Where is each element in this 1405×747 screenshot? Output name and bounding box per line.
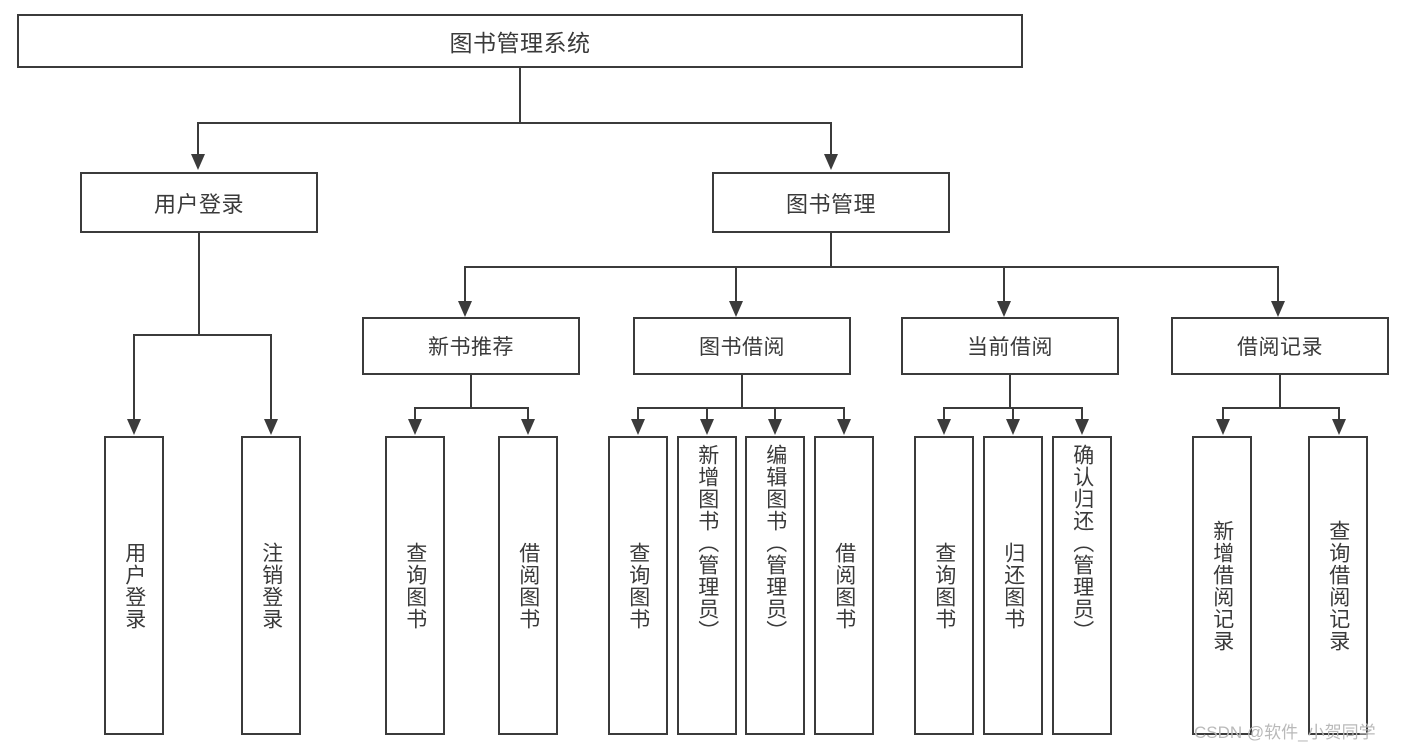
node-label: 图书管理系统 [449,30,591,56]
connector-br-leaf-2 [1338,407,1340,420]
leaf-confirm-return-admin[interactable]: 确认归还（管理员） [1052,436,1112,735]
leaf-query-book-borrow[interactable]: 查询图书 [608,436,668,735]
node-label: 图书借阅 [699,336,785,359]
connector-cb-leaf-3 [1081,407,1083,420]
connector-book-management-stem [830,233,832,267]
arrow-to-current-borrow [997,301,1011,317]
connector-user-login-stem [198,233,200,335]
connector-bm-to-new-book [464,266,466,302]
connector-book-borrow-bar [637,407,845,409]
arrow-to-leaf-confirm-return [1075,419,1089,435]
node-label: 新书推荐 [428,336,514,359]
connector-root-stem [519,68,521,123]
node-label: 查询图书 [403,541,427,630]
connector-new-book-leaf-1 [414,407,416,420]
connector-bm-to-borrow-record [1277,266,1279,302]
arrow-to-leaf-query-record [1332,419,1346,435]
leaf-add-book-admin[interactable]: 新增图书（管理员） [677,436,737,735]
node-current-borrow[interactable]: 当前借阅 [901,317,1119,375]
arrow-to-user-login [191,154,205,170]
arrow-to-leaf-query-book-b [631,419,645,435]
leaf-query-borrow-record[interactable]: 查询借阅记录 [1308,436,1368,735]
node-label: 查询图书 [626,541,650,630]
connector-root-bar [197,122,831,124]
node-label: 编辑图书（管理员） [763,444,787,642]
arrow-to-leaf-query-book-a [408,419,422,435]
connector-root-to-book-manage [830,122,832,154]
arrow-to-leaf-borrow-book-a [521,419,535,435]
arrow-to-book-manage [824,154,838,170]
node-borrow-record[interactable]: 借阅记录 [1171,317,1389,375]
node-label: 注销登录 [259,541,283,630]
connector-book-borrow-stem [741,375,743,408]
arrow-to-leaf-user-login [127,419,141,435]
leaf-logout[interactable]: 注销登录 [241,436,301,735]
connector-bm-to-current-borrow [1003,266,1005,302]
node-root-system[interactable]: 图书管理系统 [17,14,1023,68]
connector-cb-leaf-1 [943,407,945,420]
arrow-to-leaf-query-book-c [937,419,951,435]
connector-root-to-user-login [197,122,199,154]
node-user-login[interactable]: 用户登录 [80,172,318,233]
connector-user-login-leaf-1 [133,334,135,420]
arrow-to-leaf-add-record [1216,419,1230,435]
leaf-add-borrow-record[interactable]: 新增借阅记录 [1192,436,1252,735]
watermark-text: CSDN @软件_小贺同学 [1194,723,1376,742]
node-book-management[interactable]: 图书管理 [712,172,950,233]
leaf-return-book[interactable]: 归还图书 [983,436,1043,735]
connector-bb-leaf-1 [637,407,639,420]
node-label: 查询借阅记录 [1326,519,1350,652]
connector-user-login-bar [133,334,270,336]
connector-br-leaf-1 [1222,407,1224,420]
node-label: 借阅记录 [1237,336,1323,359]
node-label: 新增借阅记录 [1210,519,1234,652]
arrow-to-borrow-record [1271,301,1285,317]
arrow-to-book-borrow [729,301,743,317]
arrow-to-leaf-add-book [700,419,714,435]
node-label: 查询图书 [932,541,956,630]
connector-current-borrow-stem [1009,375,1011,408]
leaf-borrow-book-recommend[interactable]: 借阅图书 [498,436,558,735]
connector-bb-leaf-4 [843,407,845,420]
leaf-user-login[interactable]: 用户登录 [104,436,164,735]
connector-new-book-leaf-2 [527,407,529,420]
connector-bm-to-book-borrow [735,266,737,302]
node-label: 借阅图书 [516,541,540,630]
leaf-borrow-book[interactable]: 借阅图书 [814,436,874,735]
node-label: 图书管理 [785,191,876,217]
node-label: 借阅图书 [832,541,856,630]
connector-new-book-stem [470,375,472,408]
node-label: 当前借阅 [967,336,1053,359]
connector-user-login-leaf-2 [270,334,272,420]
node-label: 确认归还（管理员） [1070,444,1094,642]
node-book-borrow[interactable]: 图书借阅 [633,317,851,375]
node-new-book-recommend[interactable]: 新书推荐 [362,317,580,375]
node-label: 归还图书 [1001,541,1025,630]
leaf-edit-book-admin[interactable]: 编辑图书（管理员） [745,436,805,735]
arrow-to-new-book-recommend [458,301,472,317]
node-label: 用户登录 [122,541,146,630]
connector-book-management-bar [464,266,1278,268]
arrow-to-leaf-return-book [1006,419,1020,435]
connector-cb-leaf-2 [1012,407,1014,420]
connector-bb-leaf-3 [774,407,776,420]
connector-new-book-bar [414,407,527,409]
node-label: 用户登录 [153,191,244,217]
connector-bb-leaf-2 [706,407,708,420]
arrow-to-leaf-logout [264,419,278,435]
node-label: 新增图书（管理员） [695,444,719,642]
connector-borrow-record-bar [1222,407,1338,409]
connector-borrow-record-stem [1279,375,1281,408]
arrow-to-leaf-borrow-book-b [837,419,851,435]
leaf-query-book-recommend[interactable]: 查询图书 [385,436,445,735]
leaf-query-book-current[interactable]: 查询图书 [914,436,974,735]
arrow-to-leaf-edit-book [768,419,782,435]
